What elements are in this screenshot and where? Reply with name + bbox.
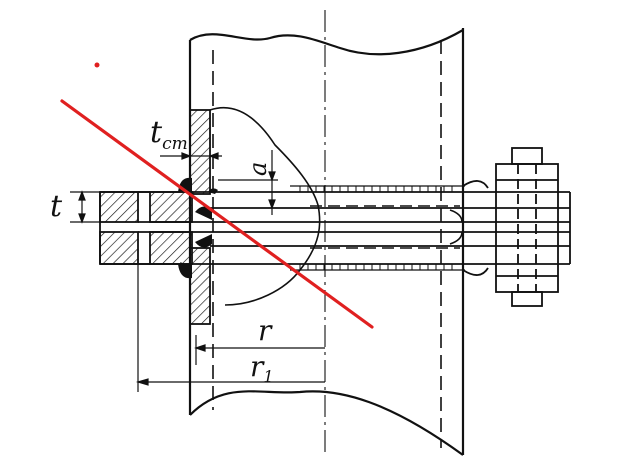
rod: [99, 191, 571, 265]
hidden-lines: [212, 40, 442, 448]
rod-end-mark-bottom: [449, 231, 463, 245]
dimension-t-st: [160, 110, 222, 160]
flange-lower-right: [149, 231, 193, 265]
nut-assembly: [462, 147, 559, 307]
shell-bottom-break: [189, 390, 464, 456]
washer-top: [462, 180, 489, 189]
label-t-st-sub: ст: [162, 134, 188, 154]
rod-hidden-edges: [310, 205, 460, 249]
nut-body: [495, 163, 559, 293]
flange-upper-left: [99, 191, 139, 223]
weld-bottom-inner: [195, 234, 212, 248]
wall-plate-upper: [189, 109, 211, 195]
label-r1-main: r: [250, 350, 265, 383]
label-r1: r1: [250, 350, 274, 386]
bolt-cap-top: [511, 147, 543, 165]
label-r1-sub: 1: [263, 367, 273, 386]
rod-end-mark-top: [449, 209, 463, 223]
label-a: a: [244, 162, 272, 176]
red-overlay-dot: [94, 62, 100, 68]
flange-upper-right: [149, 191, 193, 223]
wall-plate: [189, 109, 211, 325]
thread-ticks: [290, 185, 465, 271]
flange: [99, 191, 193, 265]
dimension-r: [194, 335, 325, 365]
shell-top-break: [189, 29, 464, 56]
rod-end-marks: [449, 209, 463, 245]
label-t: t: [50, 189, 63, 224]
label-t-st: tст: [150, 115, 188, 154]
label-t-st-main: t: [150, 115, 163, 150]
dimension-r1: [135, 264, 325, 392]
washer-bottom: [462, 267, 489, 276]
label-r: r: [258, 314, 273, 347]
dimension-t: [70, 190, 100, 224]
flange-lower-left: [99, 231, 139, 265]
bolt-cap-bottom: [511, 291, 543, 307]
shell-outline: [188, 28, 465, 456]
red-overlay-line: [60, 99, 374, 329]
weld-top-inner: [195, 206, 212, 220]
section-break-curve: [209, 107, 321, 306]
wall-plate-lower: [189, 247, 211, 325]
dimension-a: [218, 150, 278, 215]
